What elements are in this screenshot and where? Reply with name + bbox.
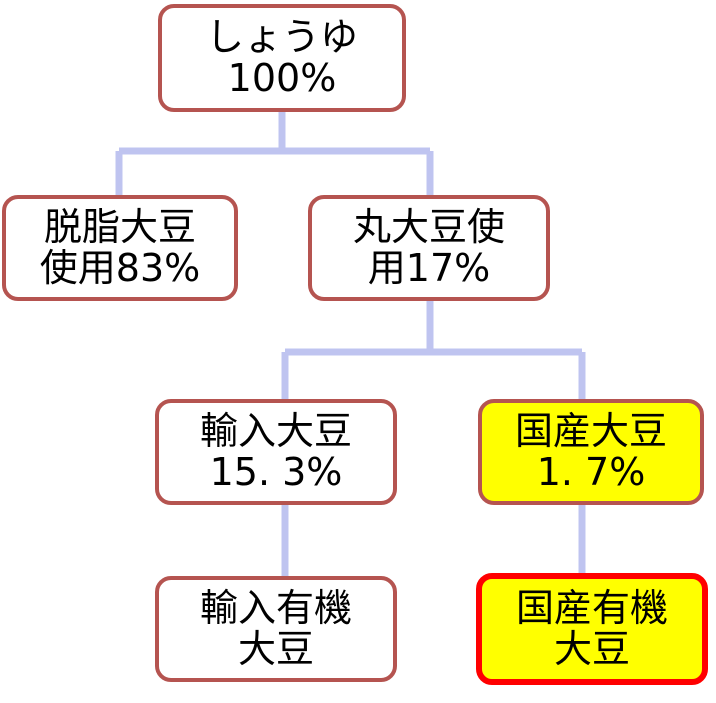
node-shoyu: しょうゆ 100% [158, 4, 406, 112]
node-domestic-soybean: 国産大豆 1. 7% [478, 399, 704, 505]
node-domestic-organic-line2: 大豆 [553, 627, 630, 671]
node-imported-soy-line1: 輸入大豆 [199, 408, 352, 453]
node-whole-line1: 丸大豆使 [352, 204, 505, 249]
node-whole-line2: 用17% [367, 246, 491, 290]
node-domestic-organic-soybean: 国産有機 大豆 [476, 573, 708, 685]
node-imported-organic-line1: 輸入有機 [199, 585, 352, 630]
node-shoyu-line1: しょうゆ [205, 14, 358, 59]
node-imported-organic-soybean: 輸入有機 大豆 [155, 576, 397, 682]
node-degreased-line1: 脱脂大豆 [43, 204, 196, 249]
node-shoyu-line2: 100% [227, 56, 337, 100]
node-imported-soy-line2: 15. 3% [209, 450, 343, 494]
node-imported-organic-line2: 大豆 [237, 627, 314, 671]
node-degreased-soybean: 脱脂大豆 使用83% [2, 195, 238, 301]
node-domestic-organic-line1: 国産有機 [515, 585, 668, 630]
node-degreased-line2: 使用83% [39, 246, 201, 290]
node-whole-soybean: 丸大豆使 用17% [308, 195, 550, 301]
node-domestic-soy-line2: 1. 7% [536, 450, 646, 494]
node-domestic-soy-line1: 国産大豆 [514, 408, 667, 453]
node-imported-soybean: 輸入大豆 15. 3% [155, 399, 397, 505]
